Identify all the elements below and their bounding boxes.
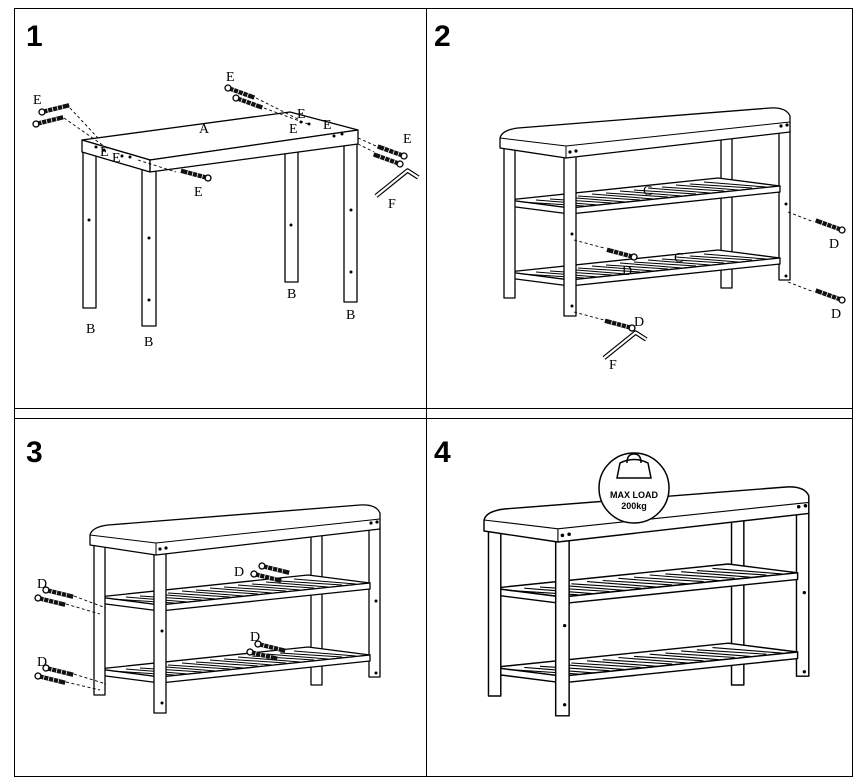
label-e: E [33,93,42,108]
max-load-badge: MAX LOAD 200kg [598,452,670,524]
label-e: E [112,151,121,166]
label-c: C [643,184,652,199]
step-1-number: 1 [26,20,43,53]
label-d: D [250,630,260,645]
leg-b-2 [141,167,157,327]
label-b: B [287,287,296,302]
bench-step-3 [89,504,381,714]
label-e: E [403,132,412,147]
label-d: D [37,655,47,670]
label-e: E [289,122,298,137]
screw-e-front [137,159,213,183]
badge-line-2: 200kg [621,501,647,511]
leg-b-3 [284,149,299,283]
label-b: B [144,335,153,350]
label-b: B [346,308,355,323]
wrench-f [374,170,420,196]
label-e: E [194,185,203,200]
label-f: F [609,358,617,373]
label-d: D [622,264,632,279]
label-b: B [86,322,95,337]
label-e: E [100,145,109,160]
label-c: C [674,251,683,266]
screw-e-top-pair [223,83,309,125]
label-d: D [831,307,841,322]
step-3-panel: 3 D D D D [26,436,381,714]
seat-a [81,111,359,173]
screw-e-right-pair [357,137,409,169]
screws-d-step-3 [33,561,291,691]
step-2-number: 2 [434,20,451,53]
label-e: E [323,118,332,133]
label-f: F [388,197,396,212]
label-d: D [234,565,244,580]
step-1-panel: 1 A [26,20,420,350]
step-4-number: 4 [434,436,451,469]
step-2-panel: 2 C C D D D D F [434,20,847,373]
label-d: D [37,577,47,592]
label-d: D [829,237,839,252]
badge-line-1: MAX LOAD [610,490,658,500]
bench-step-2 [499,107,791,317]
weight-icon [616,458,652,479]
screw-e-left-pair [31,101,105,147]
label-a: A [199,122,210,137]
label-e: E [226,70,235,85]
step-4-panel: 4 MAX LOAD 200kg [434,436,810,717]
panel-grid [14,8,853,777]
screws-d-step-2 [573,211,847,333]
step-3-number: 3 [26,436,43,469]
wrench-f [602,332,648,358]
label-d: D [634,315,644,330]
label-e: E [297,107,306,122]
leg-b-1 [82,147,97,309]
leg-b-4 [343,139,358,303]
